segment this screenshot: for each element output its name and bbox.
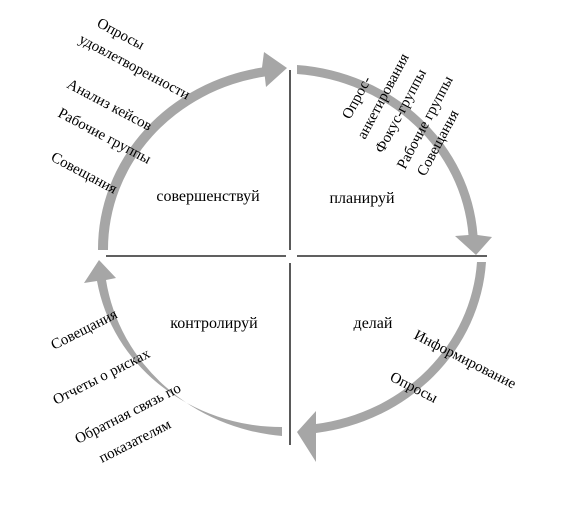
quadrant-title-improve: совершенствуй	[156, 188, 260, 205]
arrow-improve-to-plan	[97, 52, 287, 250]
quadrant-title-check: контролируй	[170, 315, 258, 332]
arrow-plan-to-do	[297, 65, 492, 255]
cycle-arrows	[84, 52, 492, 462]
method-label: Совещания	[49, 306, 121, 353]
method-label: Совещания	[48, 149, 119, 197]
quadrant-dividers	[106, 70, 487, 445]
arrow-do-to-check	[297, 262, 486, 462]
quadrant-title-plan: планируй	[329, 190, 395, 207]
arrow-check-to-improve	[84, 260, 282, 436]
method-label: Информирование	[411, 327, 518, 392]
quadrant-title-do: делай	[354, 315, 393, 332]
